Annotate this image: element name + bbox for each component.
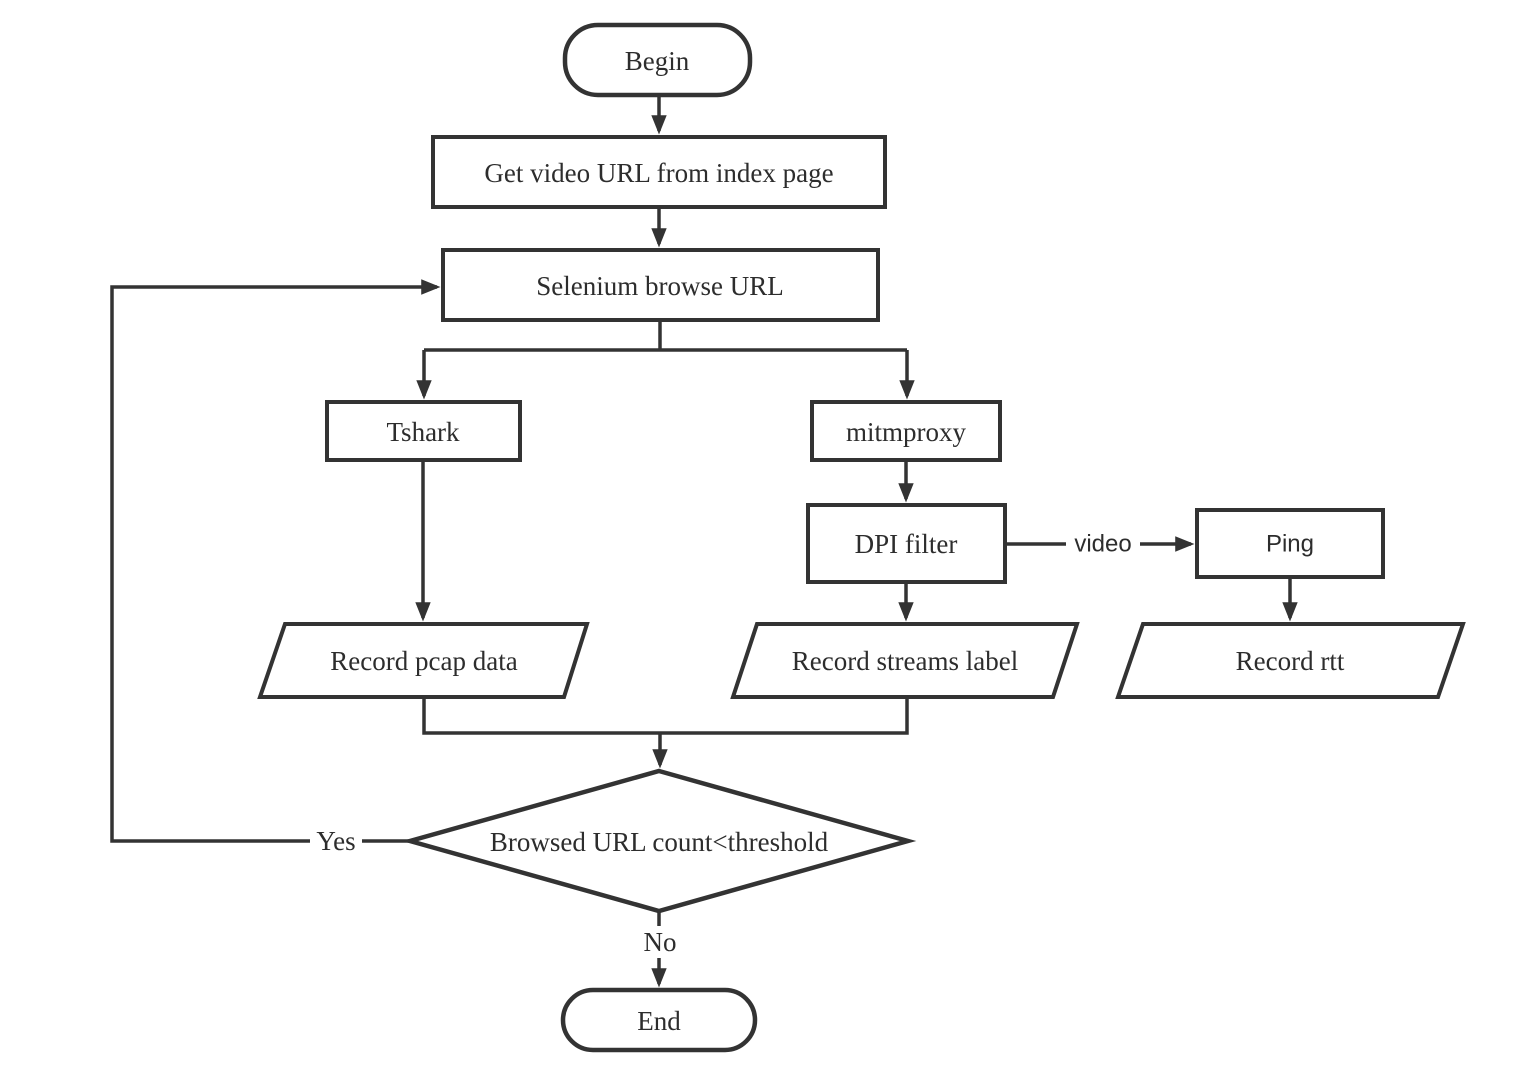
- record-rtt-label: Record rtt: [1236, 646, 1345, 676]
- edge-label-yes: Yes: [316, 826, 355, 856]
- decision-label: Browsed URL count<threshold: [490, 827, 829, 857]
- edge-label-video: video: [1074, 531, 1131, 558]
- edge-decision-yes-loop-to-selenium: [110, 279, 441, 843]
- record-pcap-node: [257, 622, 590, 699]
- end-node: [560, 987, 758, 1053]
- record-streams-label: Record streams label: [792, 646, 1018, 676]
- ping-node: [1195, 508, 1385, 579]
- record-pcap-label: Record pcap data: [330, 646, 517, 676]
- get-video-url-label: Get video URL from index page: [484, 158, 833, 188]
- dpi-filter-node: [806, 503, 1007, 584]
- record-streams-node: [730, 622, 1080, 699]
- decision-node: [401, 768, 917, 914]
- video-label-bg: [1066, 529, 1140, 559]
- mitmproxy-label: mitmproxy: [846, 417, 966, 447]
- begin-label: Begin: [625, 46, 690, 76]
- edge-merge-line: [422, 697, 909, 735]
- get-video-url-node: [431, 135, 887, 209]
- tshark-label: Tshark: [386, 417, 460, 447]
- selenium-label: Selenium browse URL: [536, 271, 783, 301]
- tshark-node: [325, 400, 522, 462]
- ping-label: Ping: [1266, 531, 1314, 558]
- end-label: End: [637, 1006, 681, 1036]
- mitmproxy-node: [810, 400, 1002, 462]
- no-label-bg: [639, 926, 681, 958]
- begin-node: [562, 22, 753, 98]
- edge-label-no: No: [644, 927, 677, 957]
- record-rtt-node: [1115, 622, 1466, 699]
- yes-label-bg: [310, 826, 362, 856]
- selenium-node: [441, 248, 880, 322]
- dpi-filter-label: DPI filter: [855, 529, 958, 559]
- edge-selenium-split: [424, 320, 907, 352]
